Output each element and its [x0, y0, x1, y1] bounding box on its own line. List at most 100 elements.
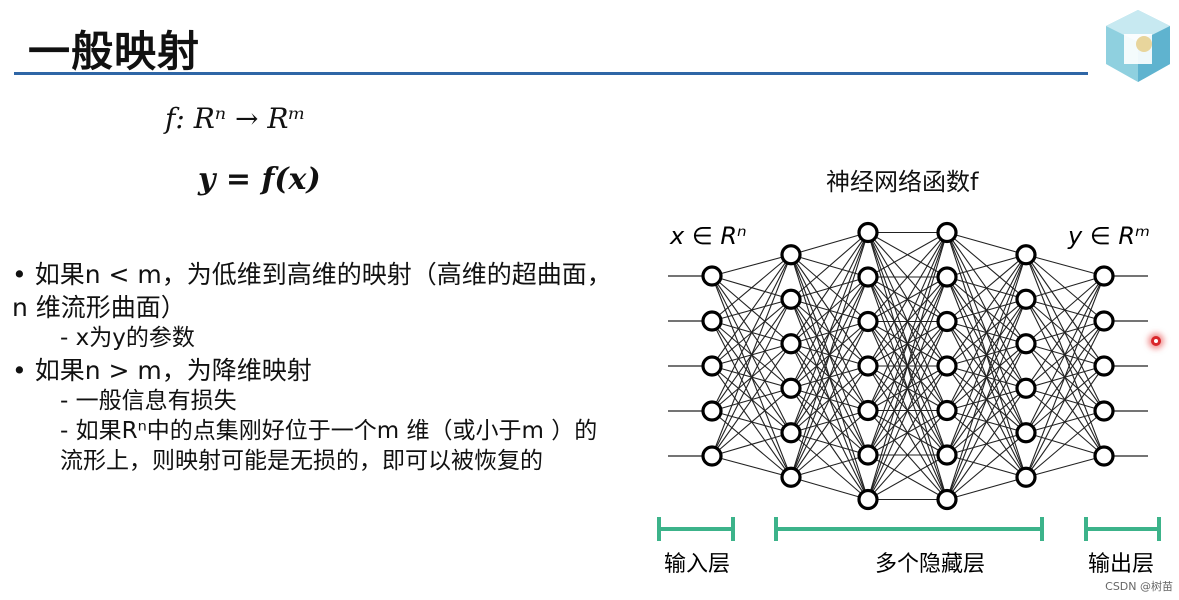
slide-title: 一般映射 [28, 27, 201, 76]
bracket-label-hidden: 多个隐藏层 [875, 552, 985, 577]
neuron-node [936, 310, 958, 333]
connection-line [867, 454, 948, 500]
neuron-node [857, 266, 879, 288]
bullet-item: • 如果n > m，为降维映射 [12, 354, 612, 387]
sub-marker: - [60, 325, 69, 351]
bullet-marker: • [12, 355, 27, 385]
neuron-node [701, 445, 723, 467]
sub-bullet: - x为y的参数 [60, 324, 612, 354]
neuron-node [1015, 244, 1037, 266]
sub-bullet-text: x为y的参数 [75, 325, 195, 351]
connection-line [790, 232, 869, 300]
connection-line [946, 254, 1027, 500]
formula-function: y = f(x) [198, 162, 321, 197]
neuron-node [780, 288, 802, 310]
bullet-text: 如果n < m，为低维到高维的映射（高维的超曲面， n 维流形曲面） [12, 260, 612, 322]
neuron-node [857, 310, 879, 333]
connection-line [1025, 275, 1105, 345]
neuron-node [936, 221, 958, 244]
connection-line [946, 254, 1027, 367]
neuron-node [701, 355, 723, 377]
connection-line [711, 254, 792, 412]
neuron-node [857, 444, 879, 466]
bracket-label-output: 输出层 [1088, 552, 1154, 577]
connection-line [867, 232, 948, 278]
connection-line [867, 365, 948, 500]
watermark: CSDN @树苗 [1105, 580, 1173, 593]
neuron-node [936, 444, 958, 466]
neuron-node [1093, 400, 1115, 422]
connection-line [711, 387, 792, 457]
connection-line [946, 254, 1027, 322]
neuron-node [1093, 355, 1115, 377]
connection-line [946, 387, 1027, 500]
sub-bullet-text: 一般信息有损失 [75, 387, 237, 414]
connection-line [790, 232, 869, 478]
connection-line [867, 232, 948, 322]
sub-marker: - [60, 387, 69, 414]
neuron-node [701, 400, 723, 422]
connection-line [790, 276, 869, 478]
connection-line [790, 231, 869, 256]
connection-line [946, 254, 1027, 278]
connection-line [1025, 254, 1105, 277]
output-label: y ∈ Rᵐ [1067, 222, 1150, 250]
neuron-node [1015, 333, 1037, 355]
bullet-text: 如果n > m，为降维映射 [34, 355, 312, 385]
bullet-item: • 如果n < m，为低维到高维的映射（高维的超曲面， n 维流形曲面） [12, 258, 612, 324]
connection-line [790, 454, 869, 478]
connection-line [711, 254, 792, 367]
connection-line [867, 410, 948, 500]
connection-line [867, 232, 948, 411]
bullet-list: • 如果n < m，为低维到高维的映射（高维的超曲面， n 维流形曲面） - x… [12, 258, 612, 477]
connection-line [867, 276, 948, 500]
connection-line [1025, 275, 1105, 300]
connection-line [790, 365, 869, 478]
connection-line [1025, 275, 1105, 389]
connection-line [711, 299, 792, 457]
connection-line [711, 455, 792, 478]
connection-line [867, 232, 948, 367]
connection-line [946, 231, 1027, 256]
hexagon-cube-logo-icon [1106, 10, 1170, 82]
neuron-node [936, 266, 958, 288]
connection-line [946, 432, 1027, 500]
connection-line [1025, 275, 1105, 433]
formula-mapping: f: Rⁿ → Rᵐ [165, 102, 306, 135]
neuron-node [1093, 445, 1115, 467]
sub-bullet: - 一般信息有损失 [60, 387, 612, 417]
bracket-label-input: 输入层 [664, 552, 730, 577]
neuron-node [857, 355, 879, 377]
connection-line [711, 432, 792, 457]
connection-line [1025, 455, 1105, 478]
sub-bullet-text: 如果Rⁿ中的点集刚好位于一个m 维（或小于m ）的流形上，则映射可能是无损的，即… [60, 417, 598, 474]
connection-line [867, 232, 948, 500]
sub-bullet: - 如果Rⁿ中的点集刚好位于一个m 维（或小于m ）的流形上，则映射可能是无损的… [60, 417, 612, 477]
neuron-node [857, 221, 879, 244]
neuron-node [701, 310, 723, 332]
connection-line [790, 232, 869, 433]
connection-line [711, 343, 792, 457]
connection-line [711, 254, 792, 457]
connection-line [1025, 365, 1105, 478]
connection-line [946, 254, 1027, 411]
neuron-node [701, 265, 723, 287]
connection-line [790, 410, 869, 478]
neuron-node [857, 488, 879, 511]
connection-line [711, 254, 792, 277]
neuron-node [936, 355, 958, 377]
connection-line [867, 232, 948, 456]
connection-line [711, 254, 792, 322]
neuron-node [780, 422, 802, 444]
laser-pointer-dot [1151, 336, 1161, 346]
diagram-caption: 神经网络函数f [826, 168, 979, 196]
neuron-node [1093, 310, 1115, 332]
sub-marker: - [60, 417, 69, 444]
connection-line [946, 254, 1027, 456]
neuron-node [780, 244, 802, 266]
connection-line [790, 321, 869, 478]
connection-line [946, 476, 1027, 501]
neuron-node [780, 466, 802, 488]
neuron-node [1015, 466, 1037, 488]
